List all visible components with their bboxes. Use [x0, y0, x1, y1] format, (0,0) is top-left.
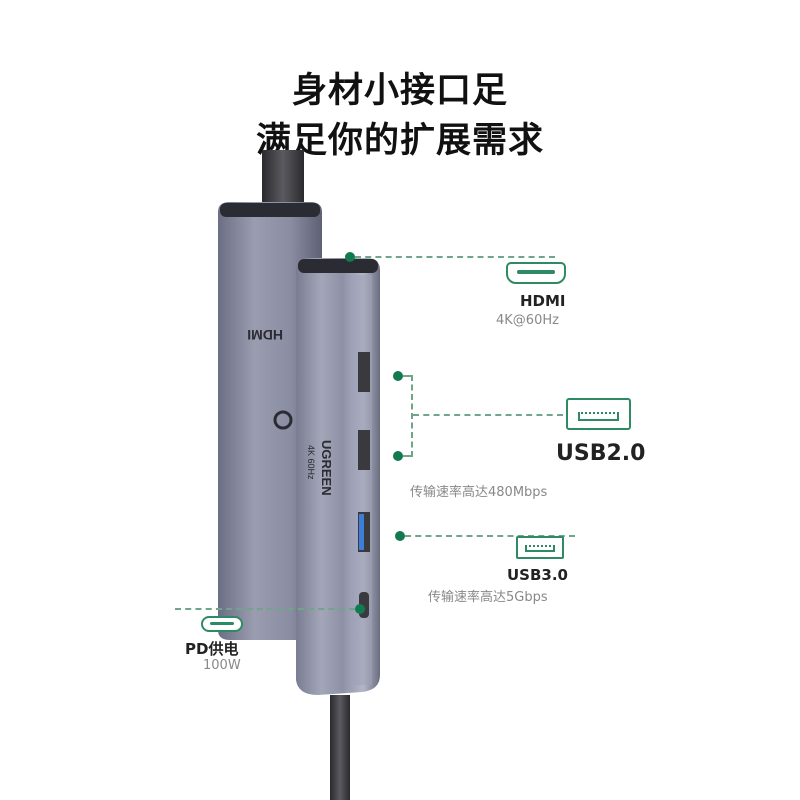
back-print: HDMI [247, 327, 283, 343]
hdmi-title: HDMI [520, 292, 566, 310]
usb2-leader-top [403, 375, 413, 377]
usb3-port-icon [516, 536, 564, 559]
usb3-marker-dot [395, 531, 405, 541]
usb2-port-icon [566, 398, 631, 430]
usb2-leader-bottom [403, 455, 413, 457]
usb2-marker-dot-2 [393, 451, 403, 461]
hdmi-leader-line [355, 256, 555, 258]
usb3-subtitle: 传输速率高达5Gbps [428, 590, 548, 605]
svg-text:4K 60Hz: 4K 60Hz [306, 445, 316, 480]
brand-print: UGREEN [319, 440, 334, 496]
hdmi-marker-dot [345, 252, 355, 262]
hdmi-subtitle: 4K@60Hz [496, 313, 559, 328]
hdmi-port-icon [506, 262, 566, 284]
pd-title: PD供电 [185, 640, 239, 658]
pd-subtitle: 100W [203, 658, 241, 673]
pd-leader-line [175, 608, 355, 610]
usb2-leader-line [413, 414, 563, 416]
usb3-title: USB3.0 [507, 566, 568, 584]
headline-line-1: 身材小接口足 [291, 71, 508, 111]
usb2-subtitle: 传输速率高达480Mbps [410, 485, 548, 500]
usb-c-port-icon [201, 616, 243, 632]
usb2-bracket [411, 375, 413, 457]
pd-marker-dot [355, 604, 365, 614]
usb2-title: USB2.0 [556, 441, 646, 466]
usb2-marker-dot-1 [393, 371, 403, 381]
usb3-leader-line [405, 535, 575, 537]
